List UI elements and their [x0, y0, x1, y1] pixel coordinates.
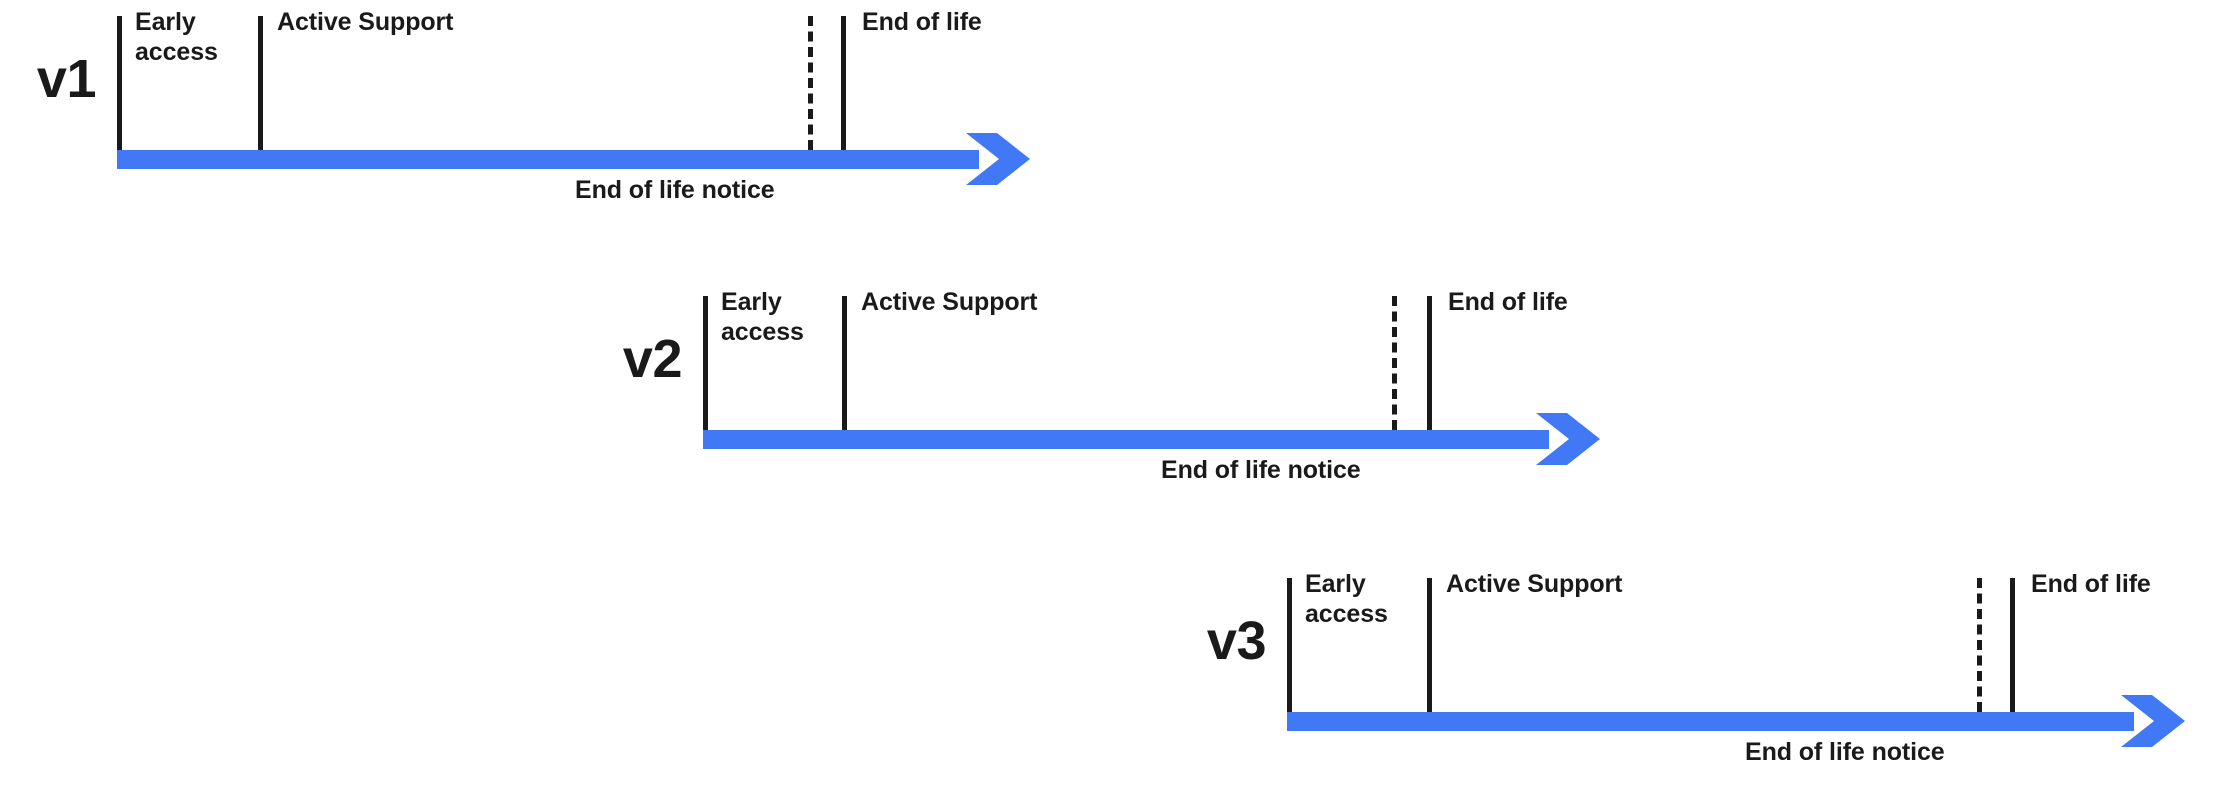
timeline-arrow-v1 [117, 131, 1033, 187]
version-label-v2: v2 [622, 329, 683, 389]
phase-label-early-access-v1: Early access [135, 8, 218, 66]
phase-label-active-support-v1: Active Support [277, 8, 454, 36]
phase-boundary-end-of-life-notice-v3 [1977, 578, 1982, 712]
phase-label-end-of-life-v3: End of life [2031, 570, 2151, 598]
phase-label-end-of-life-v2: End of life [1448, 288, 1568, 316]
phase-label-early-access-v3: Early access [1305, 570, 1388, 628]
version-label-v3: v3 [1206, 611, 1267, 671]
timeline-arrow-v3 [1287, 693, 2188, 749]
phase-boundary-end-of-life-start-v1 [841, 16, 846, 150]
notice-label-v2: End of life notice [1161, 456, 1361, 484]
phase-boundary-active-support-start-v2 [842, 296, 847, 430]
phase-label-early-access-v2: Early access [721, 288, 804, 346]
phase-track-v2: Early access Active Support End of life [703, 280, 1628, 430]
version-row-v1: v1 Early access Active Support End of li… [0, 0, 1060, 230]
phase-boundary-active-support-start-v3 [1427, 578, 1432, 712]
phase-boundary-end-of-life-start-v2 [1427, 296, 1432, 430]
notice-label-v3: End of life notice [1745, 738, 1945, 766]
phase-boundary-end-of-life-notice-v2 [1392, 296, 1397, 430]
phase-track-v3: Early access Active Support End of life [1287, 562, 2212, 712]
phase-label-active-support-v2: Active Support [861, 288, 1038, 316]
phase-boundary-early-access-start-v1 [117, 16, 122, 150]
phase-track-v1: Early access Active Support End of life [117, 0, 1057, 150]
phase-label-active-support-v3: Active Support [1446, 570, 1623, 598]
timeline-arrow-v2 [703, 411, 1603, 467]
version-row-v2: v2 Early access Active Support End of li… [586, 280, 1646, 510]
phase-boundary-end-of-life-start-v3 [2010, 578, 2015, 712]
phase-label-end-of-life-v1: End of life [862, 8, 982, 36]
version-label-v1: v1 [36, 49, 97, 109]
phase-boundary-early-access-start-v2 [703, 296, 708, 430]
version-row-v3: v3 Early access Active Support End of li… [1170, 562, 2228, 792]
phase-boundary-early-access-start-v3 [1287, 578, 1292, 712]
phase-boundary-active-support-start-v1 [258, 16, 263, 150]
notice-label-v1: End of life notice [575, 176, 775, 204]
phase-boundary-end-of-life-notice-v1 [808, 16, 813, 150]
